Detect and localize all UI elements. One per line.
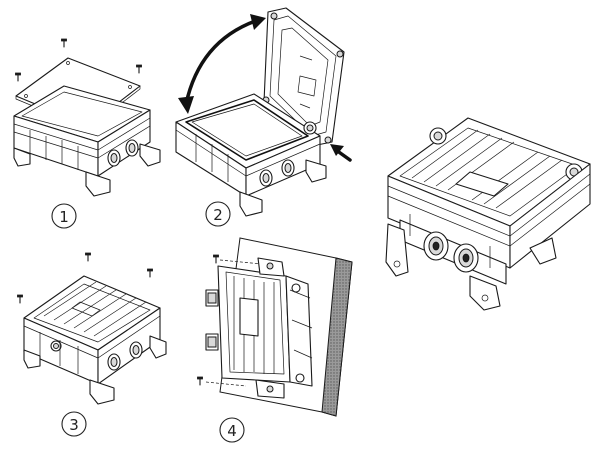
- rotate-arrow-icon: [178, 14, 266, 114]
- assembled-enclosure-view: [385, 117, 591, 311]
- cable-gland-icon: [453, 243, 479, 273]
- screw-icon: [196, 376, 204, 386]
- cable-gland-icon: [423, 231, 449, 261]
- enclosure-closed: [23, 275, 167, 405]
- screw-icon: [84, 252, 92, 262]
- enclosure-lid-open: [262, 7, 345, 147]
- screw-icon: [16, 294, 24, 304]
- step3-illustration: [16, 252, 167, 405]
- svg-text:1: 1: [59, 208, 69, 226]
- step-3-marker: 3: [61, 411, 87, 437]
- screw-icon: [212, 254, 220, 264]
- push-arrow-icon: [330, 144, 352, 162]
- step4-illustration: [196, 237, 353, 417]
- svg-text:2: 2: [213, 206, 223, 224]
- svg-text:4: 4: [227, 422, 237, 440]
- svg-text:3: 3: [69, 416, 79, 434]
- enclosure-base-open: [175, 93, 327, 217]
- step1-illustration: [13, 38, 161, 197]
- step2-illustration: [175, 7, 352, 217]
- screw-icon: [146, 268, 154, 278]
- step-2-marker: 2: [205, 201, 231, 227]
- enclosure-base: [13, 85, 161, 197]
- enclosure-mounted: [205, 257, 313, 399]
- screw-icon: [14, 72, 22, 82]
- screw-icon: [60, 38, 68, 48]
- step-4-marker: 4: [219, 417, 245, 443]
- screw-icon: [135, 64, 143, 74]
- step-1-marker: 1: [51, 203, 77, 229]
